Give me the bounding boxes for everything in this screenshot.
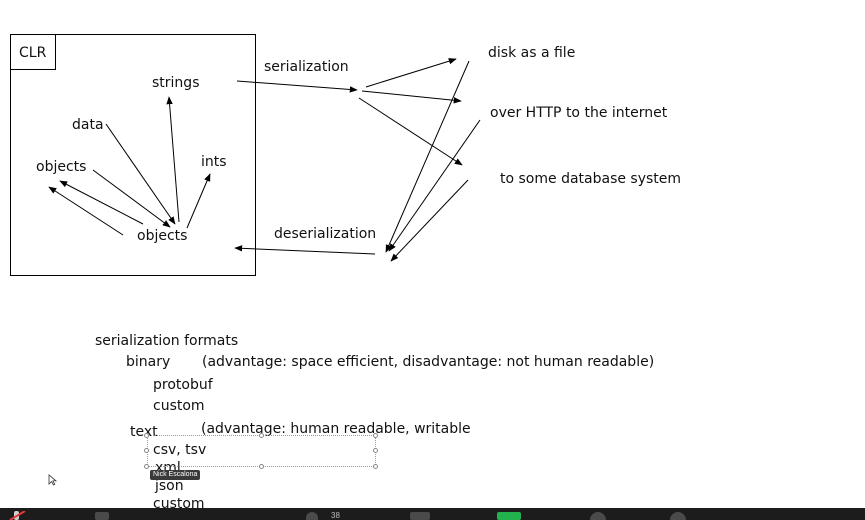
arrow-serialization [236,80,358,93]
target-http: over HTTP to the internet [490,105,668,121]
arrow-objects-to-strings [166,96,180,223]
reactions-icon[interactable] [670,512,686,520]
node-strings: strings [152,75,200,91]
target-disk: disk as a file [488,45,576,61]
arrow-to-disk [365,58,457,88]
target-database: to some database system [500,171,682,187]
arrow-objects-to-objects-mid [59,180,144,225]
mouse-cursor-icon [48,474,58,486]
arrow-objects-to-objects-upper [92,169,171,228]
clr-box [10,34,256,276]
chat-icon[interactable] [410,512,430,520]
annotator-name-tag: Nick Escalona [150,470,201,480]
node-ints: ints [201,154,227,170]
participants-icon[interactable] [306,512,318,520]
selection-handle-top[interactable] [259,433,264,438]
selection-handle-top-right[interactable] [373,433,378,438]
video-camera-icon[interactable] [95,512,109,520]
arrow-objects-to-objects-lower [48,186,124,236]
selection-handle-top-left[interactable] [144,433,149,438]
formats-heading: serialization formats [95,333,239,349]
arrow-from-disk [385,60,470,253]
csv-item: csv, tsv [153,442,207,458]
arrow-to-http [361,90,462,104]
binary-note: (advantage: space efficient, disadvantag… [202,354,655,370]
custom-binary-item: custom [153,398,205,414]
arrow-objects-to-ints [186,173,211,229]
mute-microphone-icon[interactable] [8,511,28,520]
selection-handle-bottom-right[interactable] [373,464,378,469]
clr-label: CLR [19,45,47,61]
node-data: data [72,117,104,133]
serialization-label: serialization [264,59,349,75]
binary-label: binary [126,354,171,370]
text-label: text [130,424,158,440]
arrow-data-to-objects [105,123,176,225]
meeting-toolbar [0,508,865,520]
deserialization-label: deserialization [274,226,377,242]
node-objects-center: objects [137,228,188,244]
node-objects-left: objects [36,159,87,175]
text-selection-box[interactable] [147,435,376,467]
selection-handle-left[interactable] [144,448,149,453]
arrow-from-http [388,119,481,252]
arrow-deserialization [234,245,376,255]
share-screen-icon[interactable] [497,512,521,520]
participants-count: 38 [331,511,340,520]
selection-handle-bottom[interactable] [259,464,264,469]
protobuf-item: protobuf [153,377,213,393]
json-item: json [155,478,184,494]
arrow-to-database [358,97,463,166]
text-note: (advantage: human readable, writable [201,421,471,437]
selection-handle-bottom-left[interactable] [144,464,149,469]
selection-handle-right[interactable] [373,448,378,453]
clr-label-box [10,34,56,70]
record-icon[interactable] [590,512,606,520]
arrow-from-database [390,179,469,262]
